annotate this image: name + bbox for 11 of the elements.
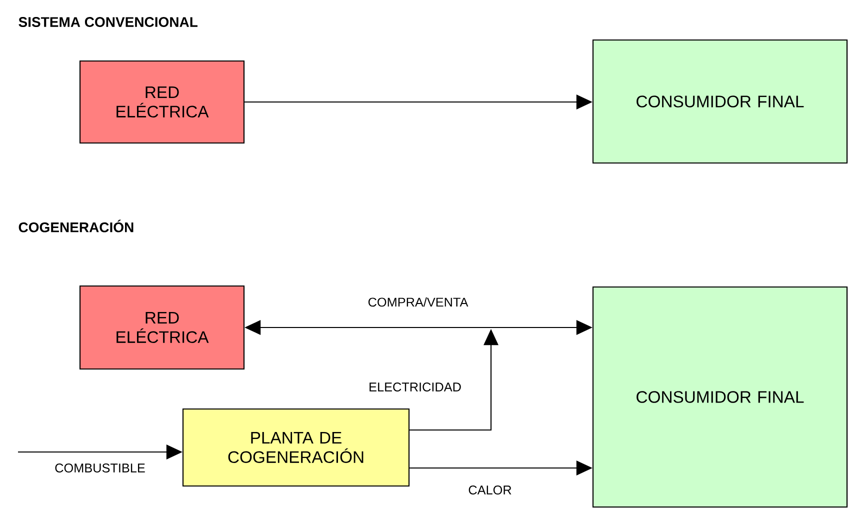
grid-box: RED ELÉCTRICA xyxy=(79,285,245,370)
edge-label: COMPRA/VENTA xyxy=(366,296,470,308)
consumer-box: CONSUMIDOR FINAL xyxy=(592,286,848,508)
edge-label: COMBUSTIBLE xyxy=(53,462,147,474)
plant-box: PLANTA DE COGENERACIÓN xyxy=(182,408,410,487)
section-heading: COGENERACIÓN xyxy=(18,220,134,232)
edge-label: ELECTRICIDAD xyxy=(367,381,463,393)
grid-box: RED ELÉCTRICA xyxy=(79,60,245,144)
edge-label: CALOR xyxy=(466,484,514,496)
consumer-box: CONSUMIDOR FINAL xyxy=(592,39,848,164)
section-heading: SISTEMA CONVENCIONAL xyxy=(18,17,198,27)
